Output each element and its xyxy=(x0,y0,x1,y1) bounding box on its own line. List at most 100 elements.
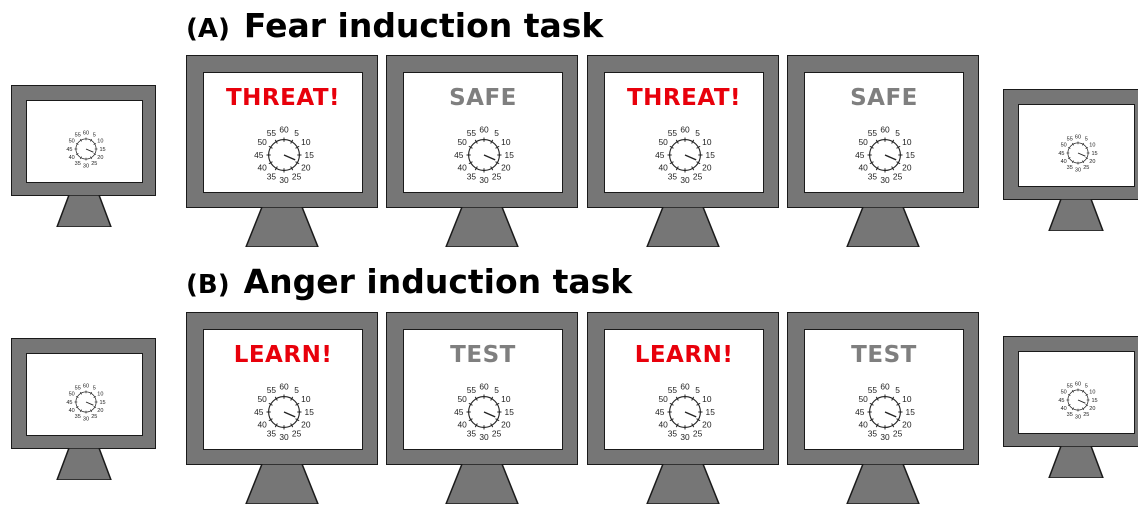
dial-tick xyxy=(675,139,679,144)
monitor-stand xyxy=(1047,199,1104,231)
dial-label: 15 xyxy=(99,146,105,152)
dial-hand xyxy=(1077,152,1086,157)
dial-label: 35 xyxy=(467,429,477,439)
dial-label: 55 xyxy=(74,385,80,391)
dial-label: 35 xyxy=(267,429,277,439)
dial-label: 40 xyxy=(258,419,268,429)
dial-hand xyxy=(483,154,496,161)
monitor-stand xyxy=(245,207,319,247)
dial-hand xyxy=(684,411,697,418)
dial-tick xyxy=(274,396,278,401)
dial-tick xyxy=(89,138,92,142)
monitor-stand xyxy=(1047,446,1104,478)
dial-tick xyxy=(468,418,473,422)
dial-tick xyxy=(474,139,478,144)
dial-label: 60 xyxy=(82,130,88,136)
dial-label: 40 xyxy=(68,408,74,414)
dial-tick xyxy=(669,418,674,422)
dial-tick xyxy=(691,139,695,144)
dial-label: 45 xyxy=(1058,150,1064,156)
dial-hand xyxy=(1077,399,1086,404)
dial-label: 55 xyxy=(267,128,277,138)
dial-tick xyxy=(675,166,679,171)
dial-tick xyxy=(1071,406,1074,410)
stand-shape xyxy=(245,207,319,247)
dial-label: 55 xyxy=(267,385,277,395)
dial-tick xyxy=(75,142,79,145)
dial-tick xyxy=(891,139,895,144)
dial-tick xyxy=(1067,146,1071,149)
dial-label: 60 xyxy=(279,382,289,392)
stand-shape xyxy=(646,207,720,247)
dial-tick xyxy=(79,155,82,159)
dial-tick xyxy=(290,166,294,171)
dial-label: 40 xyxy=(258,162,268,172)
dial-label: 20 xyxy=(702,162,712,172)
dial-tick xyxy=(1081,406,1084,410)
cue-word: SAFE xyxy=(850,85,918,111)
dial-label: 30 xyxy=(479,432,489,442)
dial-label: 25 xyxy=(91,161,97,167)
dial-tick xyxy=(75,152,79,155)
dial-tick xyxy=(869,145,874,149)
dial-label: 60 xyxy=(1074,134,1080,140)
dial-tick xyxy=(75,405,79,408)
dial-label: 40 xyxy=(859,162,869,172)
dial-label: 20 xyxy=(501,419,511,429)
dial-tick xyxy=(669,145,674,149)
dial-tick xyxy=(869,161,874,165)
stand-shape xyxy=(55,448,112,480)
dial-tick xyxy=(75,395,79,398)
dial-tick xyxy=(495,145,500,149)
dial-label: 10 xyxy=(1089,389,1095,395)
cue-word: TEST xyxy=(450,342,516,368)
dial-tick xyxy=(1071,159,1074,163)
dial-label: 5 xyxy=(294,385,299,395)
dial-label: 60 xyxy=(680,125,690,135)
dial-label: 30 xyxy=(1074,414,1080,420)
dial-label: 60 xyxy=(880,382,890,392)
dial-label: 50 xyxy=(859,394,869,404)
panel-a-heading: Fear induction task xyxy=(243,6,604,45)
dial-label: 55 xyxy=(1066,136,1072,142)
dial-label: 45 xyxy=(66,146,72,152)
dial-label: 20 xyxy=(902,419,912,429)
dial-label: 30 xyxy=(1074,167,1080,173)
dial-label: 5 xyxy=(92,385,95,391)
monitor-stand xyxy=(55,195,112,227)
dial-tick xyxy=(875,139,879,144)
dial-label: 5 xyxy=(695,385,700,395)
dial-tick xyxy=(495,402,500,406)
dial-tick xyxy=(290,396,294,401)
dial-label: 15 xyxy=(1091,150,1097,156)
dial-label: 60 xyxy=(1074,381,1080,387)
dial-label: 20 xyxy=(301,419,311,429)
dial-label: 35 xyxy=(1066,412,1072,418)
dial-label: 35 xyxy=(668,172,678,182)
dial-label: 60 xyxy=(680,382,690,392)
dial-tick xyxy=(696,161,701,165)
dial-tick xyxy=(669,161,674,165)
stand-shape xyxy=(55,195,112,227)
cue-word: THREAT! xyxy=(626,85,742,111)
dial-label: 20 xyxy=(301,162,311,172)
dial-label: 55 xyxy=(668,128,678,138)
stand-shape xyxy=(1047,199,1104,231)
dial-label: 5 xyxy=(494,128,499,138)
